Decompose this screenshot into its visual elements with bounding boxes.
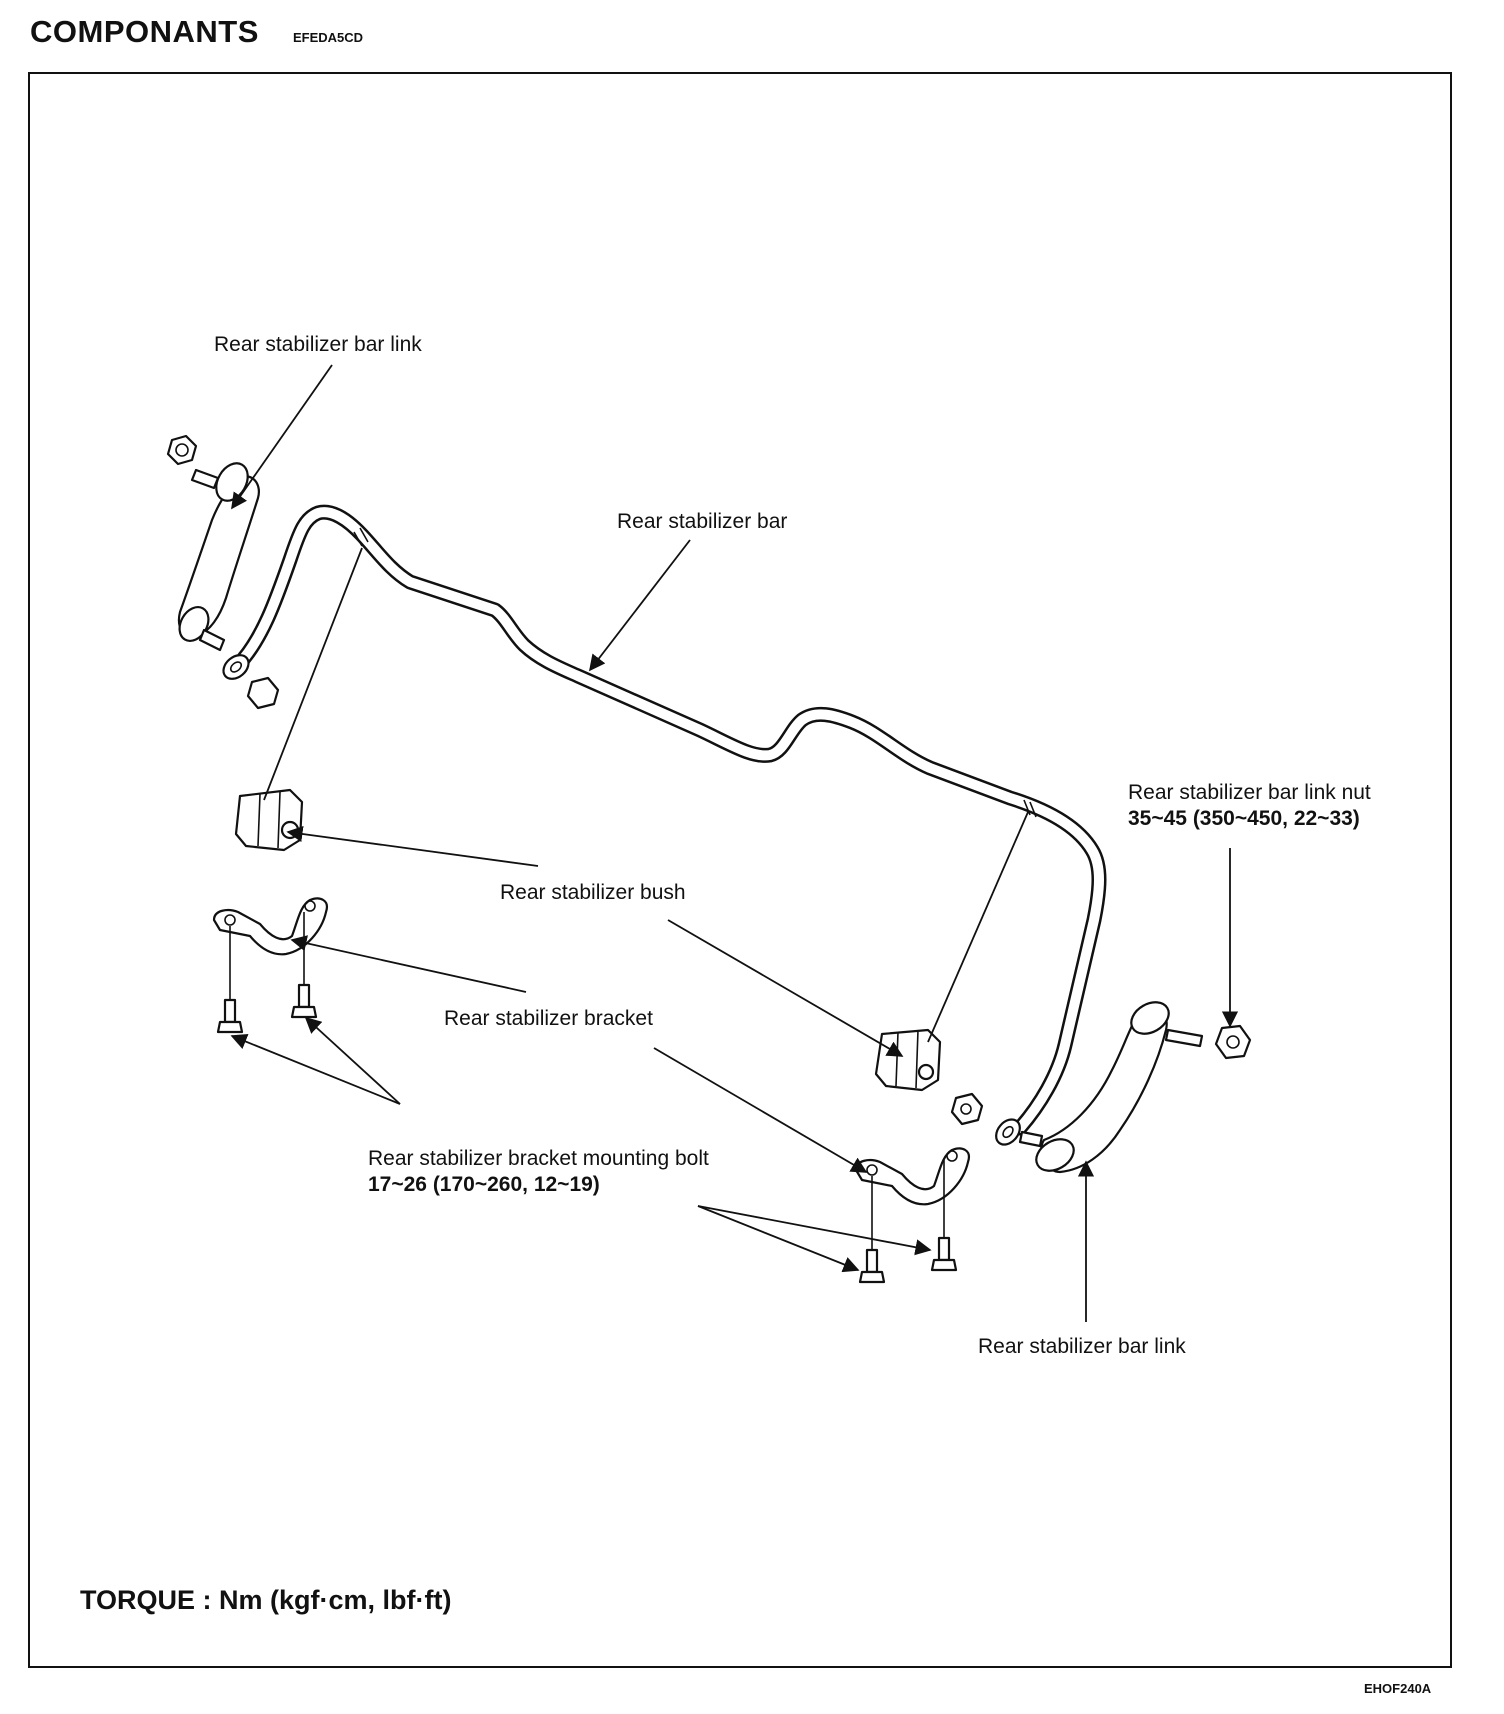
left-stabilizer-link <box>166 434 280 710</box>
label-bracket: Rear stabilizer bracket <box>444 1007 653 1030</box>
label-bar: Rear stabilizer bar <box>617 510 788 533</box>
leader-lines <box>230 364 1239 1322</box>
left-bracket <box>212 897 328 956</box>
label-link-bottom: Rear stabilizer bar link <box>978 1335 1186 1358</box>
stabilizer-bar <box>222 504 1107 1146</box>
label-link-nut-name: Rear stabilizer bar link nut <box>1128 781 1371 804</box>
figure-reference: EHOF240A <box>1364 1681 1432 1696</box>
page-title: COMPONANTS <box>30 14 259 49</box>
right-bush <box>874 1028 942 1092</box>
label-bracket-bolt: Rear stabilizer bracket mounting bolt 17… <box>368 1146 709 1199</box>
label-bracket-bolt-name: Rear stabilizer bracket mounting bolt <box>368 1147 709 1170</box>
left-bush <box>234 788 304 852</box>
label-link-nut-torque: 35~45 (350~450, 22~33) <box>1128 807 1360 831</box>
label-link-nut: Rear stabilizer bar link nut 35~45 (350~… <box>1128 780 1371 833</box>
label-bracket-bolt-torque: 17~26 (170~260, 12~19) <box>368 1173 600 1197</box>
right-stabilizer-link <box>950 1001 1252 1174</box>
label-bush: Rear stabilizer bush <box>500 881 686 904</box>
right-bracket <box>854 1147 970 1206</box>
diagram-frame <box>28 72 1452 1668</box>
bracket-bolts <box>216 912 958 1284</box>
torque-unit-note: TORQUE : Nm (kgf·cm, lbf·ft) <box>80 1585 452 1615</box>
label-link-top: Rear stabilizer bar link <box>214 333 422 356</box>
section-code: EFEDA5CD <box>293 30 364 45</box>
